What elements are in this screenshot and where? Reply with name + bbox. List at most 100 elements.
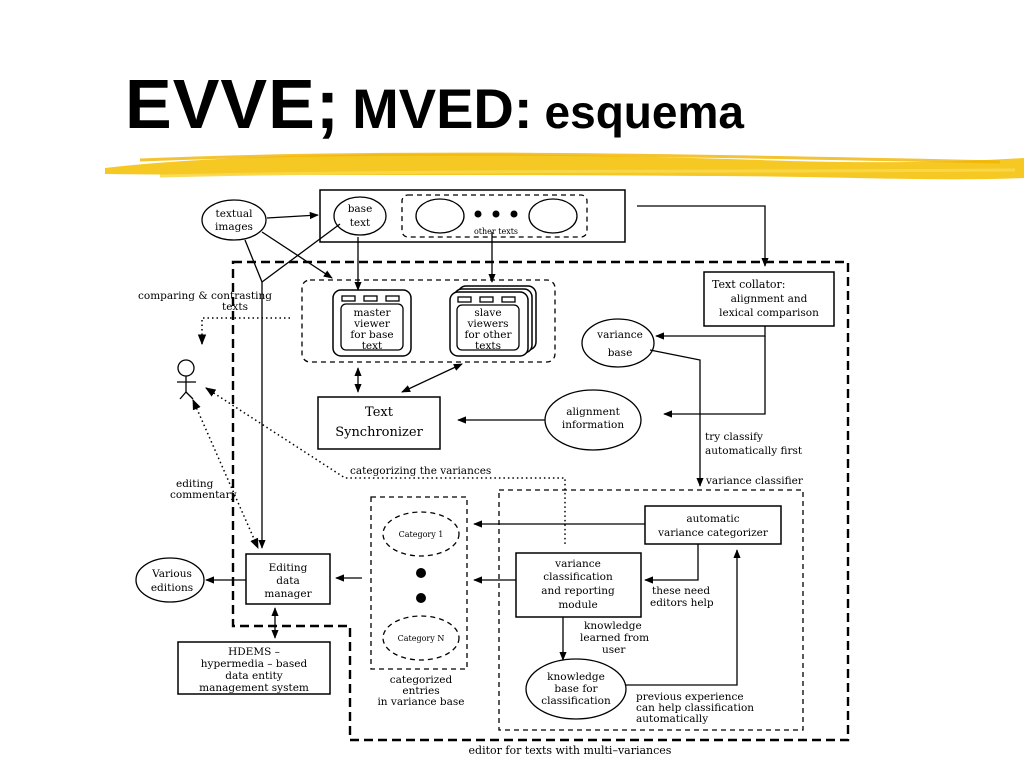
master-viewer-box bbox=[332, 289, 412, 357]
ellipsis-dot bbox=[416, 568, 426, 578]
edge-slave-synchronizer bbox=[401, 363, 463, 393]
edge-categorizing-variances bbox=[205, 387, 566, 545]
text-synchronizer-line-2: Synchronizer bbox=[335, 425, 423, 440]
edge-user-editing-manager bbox=[192, 399, 259, 549]
viewer-button-icon bbox=[363, 295, 378, 302]
textual-images-node bbox=[201, 199, 267, 241]
slave-viewers-line-3: for other bbox=[464, 329, 512, 341]
edge-collator-to-alignment bbox=[663, 336, 766, 418]
title-main: EVVE; bbox=[125, 65, 341, 143]
text-synchronizer-box bbox=[317, 396, 441, 450]
editing-commentary-line-2: commentary bbox=[170, 489, 237, 501]
slave-viewers-line-1: slave bbox=[474, 307, 501, 319]
category-n-node bbox=[382, 615, 460, 661]
edge-images-down bbox=[244, 239, 263, 283]
viewer-button-icon bbox=[457, 296, 472, 303]
knowledge-learned-line-3: user bbox=[602, 644, 626, 656]
variance-classifier-group bbox=[498, 489, 804, 731]
variance-module-box bbox=[515, 552, 642, 618]
variance-module-line-1: variance bbox=[554, 558, 601, 570]
knowledge-base-line-1: knowledge bbox=[547, 671, 605, 683]
variance-base-node bbox=[581, 318, 655, 368]
title-sub: esquema bbox=[544, 86, 744, 138]
categorized-entries-line-2: entries bbox=[402, 685, 439, 697]
knowledge-learned-line-1: knowledge bbox=[584, 620, 642, 632]
comparing-line-1: comparing & contrasting bbox=[138, 290, 272, 302]
ellipsis-dot bbox=[492, 210, 500, 218]
text-collator-box bbox=[703, 271, 835, 327]
viewer-button-icon bbox=[341, 295, 356, 302]
knowledge-base-node bbox=[525, 658, 627, 720]
edge-collator-to-variance-base bbox=[655, 326, 766, 340]
variance-module-line-3: and reporting bbox=[541, 585, 615, 597]
viewer-button-icon bbox=[501, 296, 516, 303]
these-need-line-1: these need bbox=[652, 585, 710, 597]
variance-base-line-1: variance bbox=[596, 329, 643, 341]
previous-experience-line-1: previous experience bbox=[636, 691, 744, 703]
hdems-line-1: HDEMS – bbox=[228, 646, 280, 658]
title-mid: MVED: bbox=[352, 77, 533, 140]
viewer-button-icon bbox=[385, 295, 400, 302]
ellipsis-dot bbox=[416, 593, 426, 603]
slide-title: EVVE;MVED:esquema bbox=[125, 64, 744, 144]
ellipsis-dot bbox=[474, 210, 482, 218]
editing-manager-line-2: data bbox=[276, 575, 299, 587]
master-viewer-line-2: viewer bbox=[353, 318, 391, 330]
categories-column bbox=[370, 496, 468, 670]
other-text-node-b bbox=[528, 198, 578, 234]
editor-caption: editor for texts with multi–variances bbox=[469, 744, 672, 757]
categorized-entries-line-3: in variance base bbox=[377, 696, 464, 708]
automatic-categorizer-line-1: automatic bbox=[686, 513, 739, 525]
category-n-label: Category N bbox=[398, 634, 445, 643]
variance-base-line-2: base bbox=[608, 347, 633, 359]
knowledge-base-line-3: classification bbox=[541, 695, 611, 707]
variance-module-line-4: module bbox=[558, 599, 597, 611]
text-synchronizer-line-1: Text bbox=[365, 405, 394, 420]
category-1-label: Category 1 bbox=[399, 530, 444, 539]
master-viewer-line-4: text bbox=[362, 340, 383, 352]
base-text-line-1: base bbox=[348, 203, 373, 215]
slave-viewers-line-4: texts bbox=[475, 340, 501, 352]
hdems-line-4: management system bbox=[199, 682, 309, 694]
knowledge-learned-line-2: learned from bbox=[580, 632, 649, 644]
categorized-entries-line-1: categorized bbox=[390, 674, 453, 686]
various-editions-line-1: Various bbox=[151, 568, 192, 580]
alignment-line-1: alignment bbox=[566, 406, 620, 418]
viewers-group bbox=[301, 279, 556, 363]
edge-viewers-to-user bbox=[197, 317, 290, 346]
ellipsis-dot bbox=[510, 210, 518, 218]
edge-categorizer-to-module bbox=[644, 544, 699, 584]
edge-knowledge-to-categorizer bbox=[626, 549, 741, 686]
edge-images-to-texts bbox=[266, 211, 319, 220]
text-collator-line-2: alignment and bbox=[731, 293, 808, 305]
automatic-categorizer-line-2: variance categorizer bbox=[657, 527, 769, 539]
knowledge-base-line-2: base for bbox=[554, 683, 598, 695]
textual-images-line-2: images bbox=[215, 221, 253, 233]
category-1-node bbox=[382, 511, 460, 557]
edge-base-down bbox=[261, 223, 341, 283]
variance-classifier-label: variance classifier bbox=[705, 475, 804, 487]
master-viewer-line-1: master bbox=[353, 307, 391, 319]
title-highlighter-stroke bbox=[105, 152, 1024, 180]
user-figure-icon bbox=[177, 359, 196, 400]
comparing-line-2: texts bbox=[222, 301, 248, 313]
alignment-line-2: information bbox=[562, 419, 624, 431]
hdems-box bbox=[177, 641, 331, 695]
editing-manager-line-3: manager bbox=[264, 588, 312, 600]
slave-viewers-box bbox=[449, 291, 529, 357]
edge-images-to-viewers bbox=[261, 231, 333, 279]
previous-experience-line-2: can help classification bbox=[636, 702, 754, 714]
various-editions-node bbox=[135, 557, 205, 603]
editing-manager-line-1: Editing bbox=[269, 562, 308, 574]
try-classify-line-1: try classify bbox=[705, 431, 763, 443]
try-classify-line-2: automatically first bbox=[705, 445, 803, 457]
hdems-line-3: data entity bbox=[225, 670, 283, 682]
various-editions-line-2: editions bbox=[151, 582, 193, 594]
editing-data-manager-box bbox=[245, 553, 331, 605]
edge-texts-to-collator bbox=[637, 205, 769, 267]
hdems-line-2: hypermedia – based bbox=[201, 658, 308, 670]
master-viewer-screen bbox=[340, 303, 404, 351]
previous-experience-line-3: automatically bbox=[636, 713, 708, 725]
